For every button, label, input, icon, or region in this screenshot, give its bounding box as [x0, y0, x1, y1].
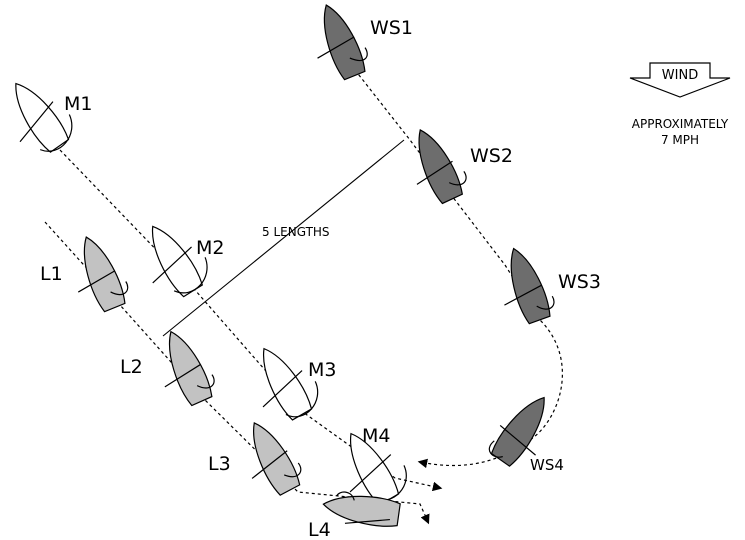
label-ws1: WS1 — [370, 17, 413, 39]
wind-arrow — [629, 62, 731, 98]
label-m3: M3 — [308, 359, 336, 381]
label-five-lengths: 5 LENGTHS — [262, 225, 330, 239]
label-ws4: WS4 — [530, 456, 564, 474]
label-ws2: WS2 — [470, 145, 513, 167]
boat-l4 — [320, 489, 402, 530]
ws-track — [354, 69, 563, 469]
label-l1: L1 — [40, 263, 63, 285]
label-l2: L2 — [120, 356, 143, 378]
wind-speed-line2: 7 MPH — [661, 133, 699, 147]
label-ws3: WS3 — [558, 271, 601, 293]
label-m2: M2 — [196, 237, 224, 259]
m-track — [59, 149, 443, 492]
wind-speed-line1: APPROXIMATELY — [632, 117, 729, 131]
boat-ws3 — [499, 243, 555, 326]
boat-ws2 — [407, 123, 467, 206]
boat-l2 — [157, 325, 216, 408]
boat-m3 — [251, 341, 319, 423]
five-lengths-line — [162, 139, 405, 337]
label-l4: L4 — [308, 519, 331, 540]
label-m4: M4 — [362, 425, 390, 447]
label-l3: L3 — [208, 453, 231, 475]
boat-ws1 — [312, 0, 369, 82]
wind-label: WIND — [662, 68, 698, 83]
label-m1: M1 — [64, 93, 92, 115]
boat-m2 — [140, 218, 208, 299]
boat-ws4 — [488, 389, 557, 469]
boat-l3 — [241, 415, 303, 498]
boat-l1 — [72, 231, 129, 314]
boat-m1 — [3, 75, 73, 155]
